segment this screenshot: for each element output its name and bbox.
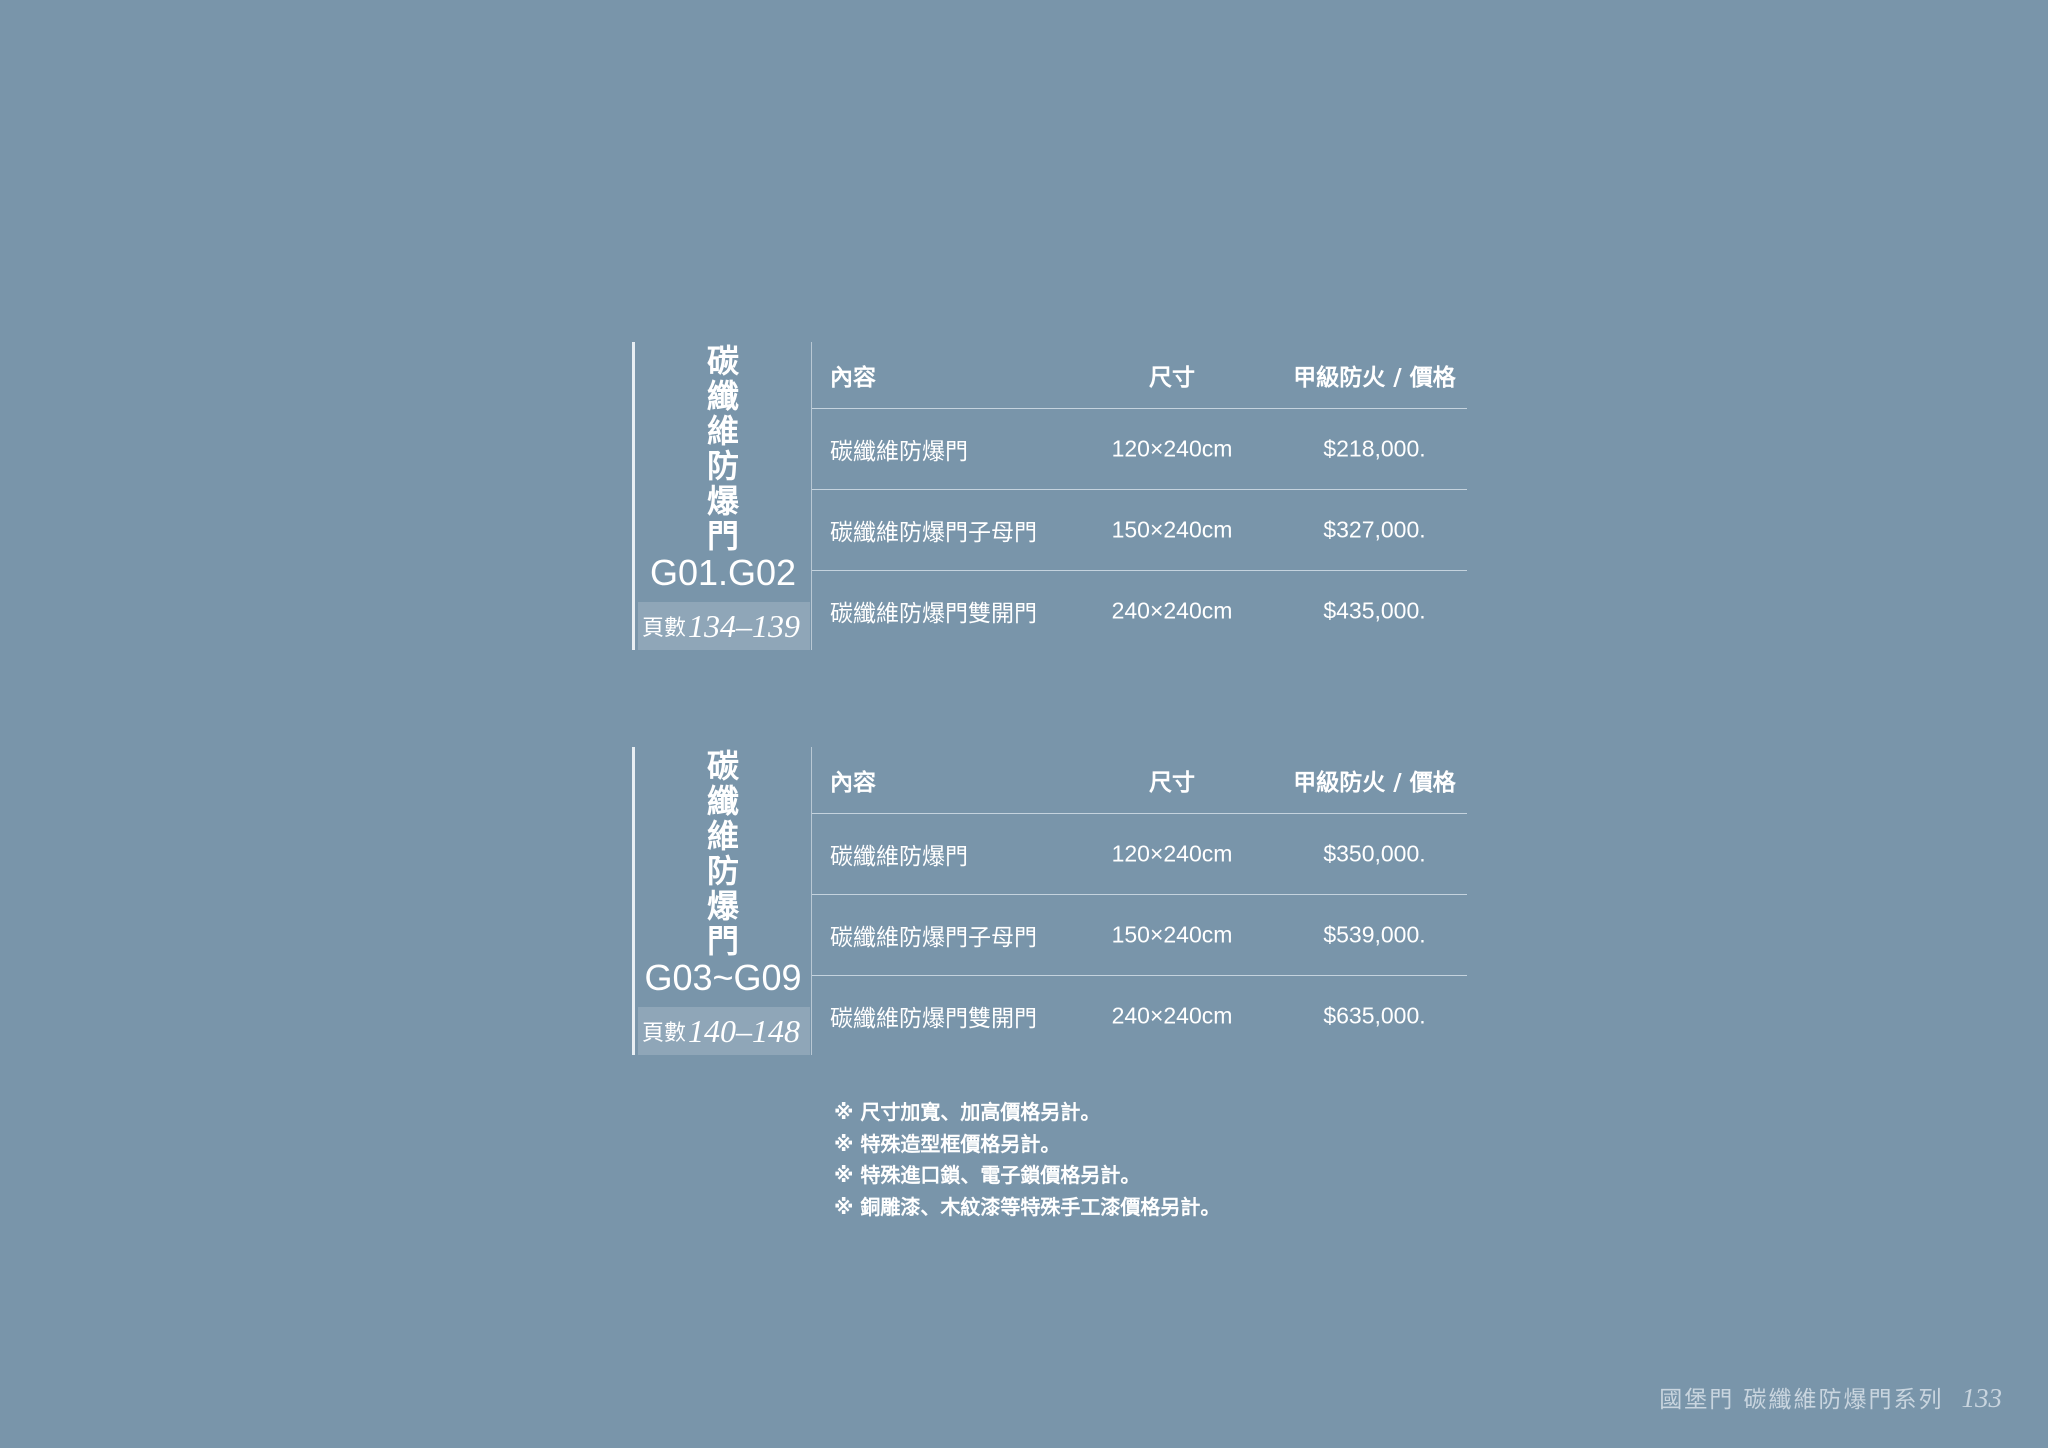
note: ※ 特殊進口鎖、電子鎖價格另計。 xyxy=(834,1163,1141,1187)
table-row: 碳纖維防爆門 120×240cm $218,000. xyxy=(812,409,1467,490)
title-char: 門 xyxy=(706,922,739,960)
notes: ※ 尺寸加寬、加高價格另計。 ※ 特殊造型框價格另計。 ※ 特殊進口鎖、電子鎖價… xyxy=(834,1097,1220,1223)
title-char: 纖 xyxy=(706,377,739,415)
title-char: 防 xyxy=(706,852,739,890)
title-char: 碳 xyxy=(706,747,739,785)
pages-value: 140–148 xyxy=(688,1012,801,1049)
pages-label: 頁數 xyxy=(642,616,687,641)
header-price: 甲級防火 / 價格 xyxy=(1293,365,1456,391)
cell-size: 240×240cm xyxy=(1111,1002,1233,1029)
header-content: 內容 xyxy=(830,365,876,391)
price-table: 內容 尺寸 甲級防火 / 價格 碳纖維防爆門 120×240cm $218,00… xyxy=(812,342,1467,651)
cell-price: $635,000. xyxy=(1323,1002,1426,1029)
cell-content: 碳纖維防爆門子母門 xyxy=(830,520,1037,546)
cell-content: 碳纖維防爆門 xyxy=(830,844,968,870)
header-price: 甲級防火 / 價格 xyxy=(1293,770,1456,796)
pages-value: 134–139 xyxy=(688,607,801,644)
cell-content: 碳纖維防爆門 xyxy=(830,439,968,465)
page-number: 133 xyxy=(1961,1383,2003,1413)
cell-price: $350,000. xyxy=(1323,840,1426,867)
header-content: 內容 xyxy=(830,770,876,796)
table-header: 內容 尺寸 甲級防火 / 價格 xyxy=(812,342,1467,409)
product-title: 碳纖維防爆門 xyxy=(635,344,811,554)
table-row: 碳纖維防爆門雙開門 240×240cm $435,000. xyxy=(812,571,1467,651)
table-row: 碳纖維防爆門雙開門 240×240cm $635,000. xyxy=(812,976,1467,1056)
pages-label: 頁數 xyxy=(642,1021,687,1046)
table-row: 碳纖維防爆門子母門 150×240cm $327,000. xyxy=(812,490,1467,571)
title-char: 纖 xyxy=(706,782,739,820)
cell-price: $539,000. xyxy=(1323,921,1426,948)
title-char: 防 xyxy=(706,447,739,485)
cell-size: 120×240cm xyxy=(1111,435,1233,462)
header-size: 尺寸 xyxy=(1149,365,1195,391)
divider xyxy=(632,342,635,650)
cell-size: 150×240cm xyxy=(1111,516,1233,543)
cell-content: 碳纖維防爆門子母門 xyxy=(830,925,1037,951)
product-code: G01.G02 xyxy=(649,552,797,593)
cell-size: 150×240cm xyxy=(1111,921,1233,948)
cell-content: 碳纖維防爆門雙開門 xyxy=(830,601,1037,627)
cell-price: $218,000. xyxy=(1323,435,1426,462)
page-footer: 國堡門 碳纖維防爆門系列 133 xyxy=(1659,1380,2002,1414)
title-char: 門 xyxy=(706,517,739,555)
title-char: 維 xyxy=(706,817,739,855)
note: ※ 尺寸加寬、加高價格另計。 xyxy=(834,1100,1101,1124)
title-char: 爆 xyxy=(706,887,739,925)
cell-content: 碳纖維防爆門雙開門 xyxy=(830,1006,1037,1032)
table-row: 碳纖維防爆門子母門 150×240cm $539,000. xyxy=(812,895,1467,976)
cell-size: 120×240cm xyxy=(1111,840,1233,867)
title-char: 爆 xyxy=(706,482,739,520)
table-header: 內容 尺寸 甲級防火 / 價格 xyxy=(812,747,1467,814)
product-title: 碳纖維防爆門 xyxy=(635,749,811,959)
footer-title: 國堡門 碳纖維防爆門系列 xyxy=(1659,1387,1944,1413)
cell-size: 240×240cm xyxy=(1111,597,1233,624)
cell-price: $435,000. xyxy=(1323,597,1426,624)
table-row: 碳纖維防爆門 120×240cm $350,000. xyxy=(812,814,1467,895)
cell-price: $327,000. xyxy=(1323,516,1426,543)
note: ※ 特殊造型框價格另計。 xyxy=(834,1131,1061,1156)
note: ※ 銅雕漆、木紋漆等特殊手工漆價格另計。 xyxy=(834,1194,1221,1219)
title-char: 碳 xyxy=(706,342,739,380)
title-char: 維 xyxy=(706,412,739,450)
divider xyxy=(632,747,635,1055)
header-size: 尺寸 xyxy=(1149,770,1195,796)
price-table: 內容 尺寸 甲級防火 / 價格 碳纖維防爆門 120×240cm $350,00… xyxy=(812,747,1467,1056)
product-code: G03~G09 xyxy=(644,957,802,998)
